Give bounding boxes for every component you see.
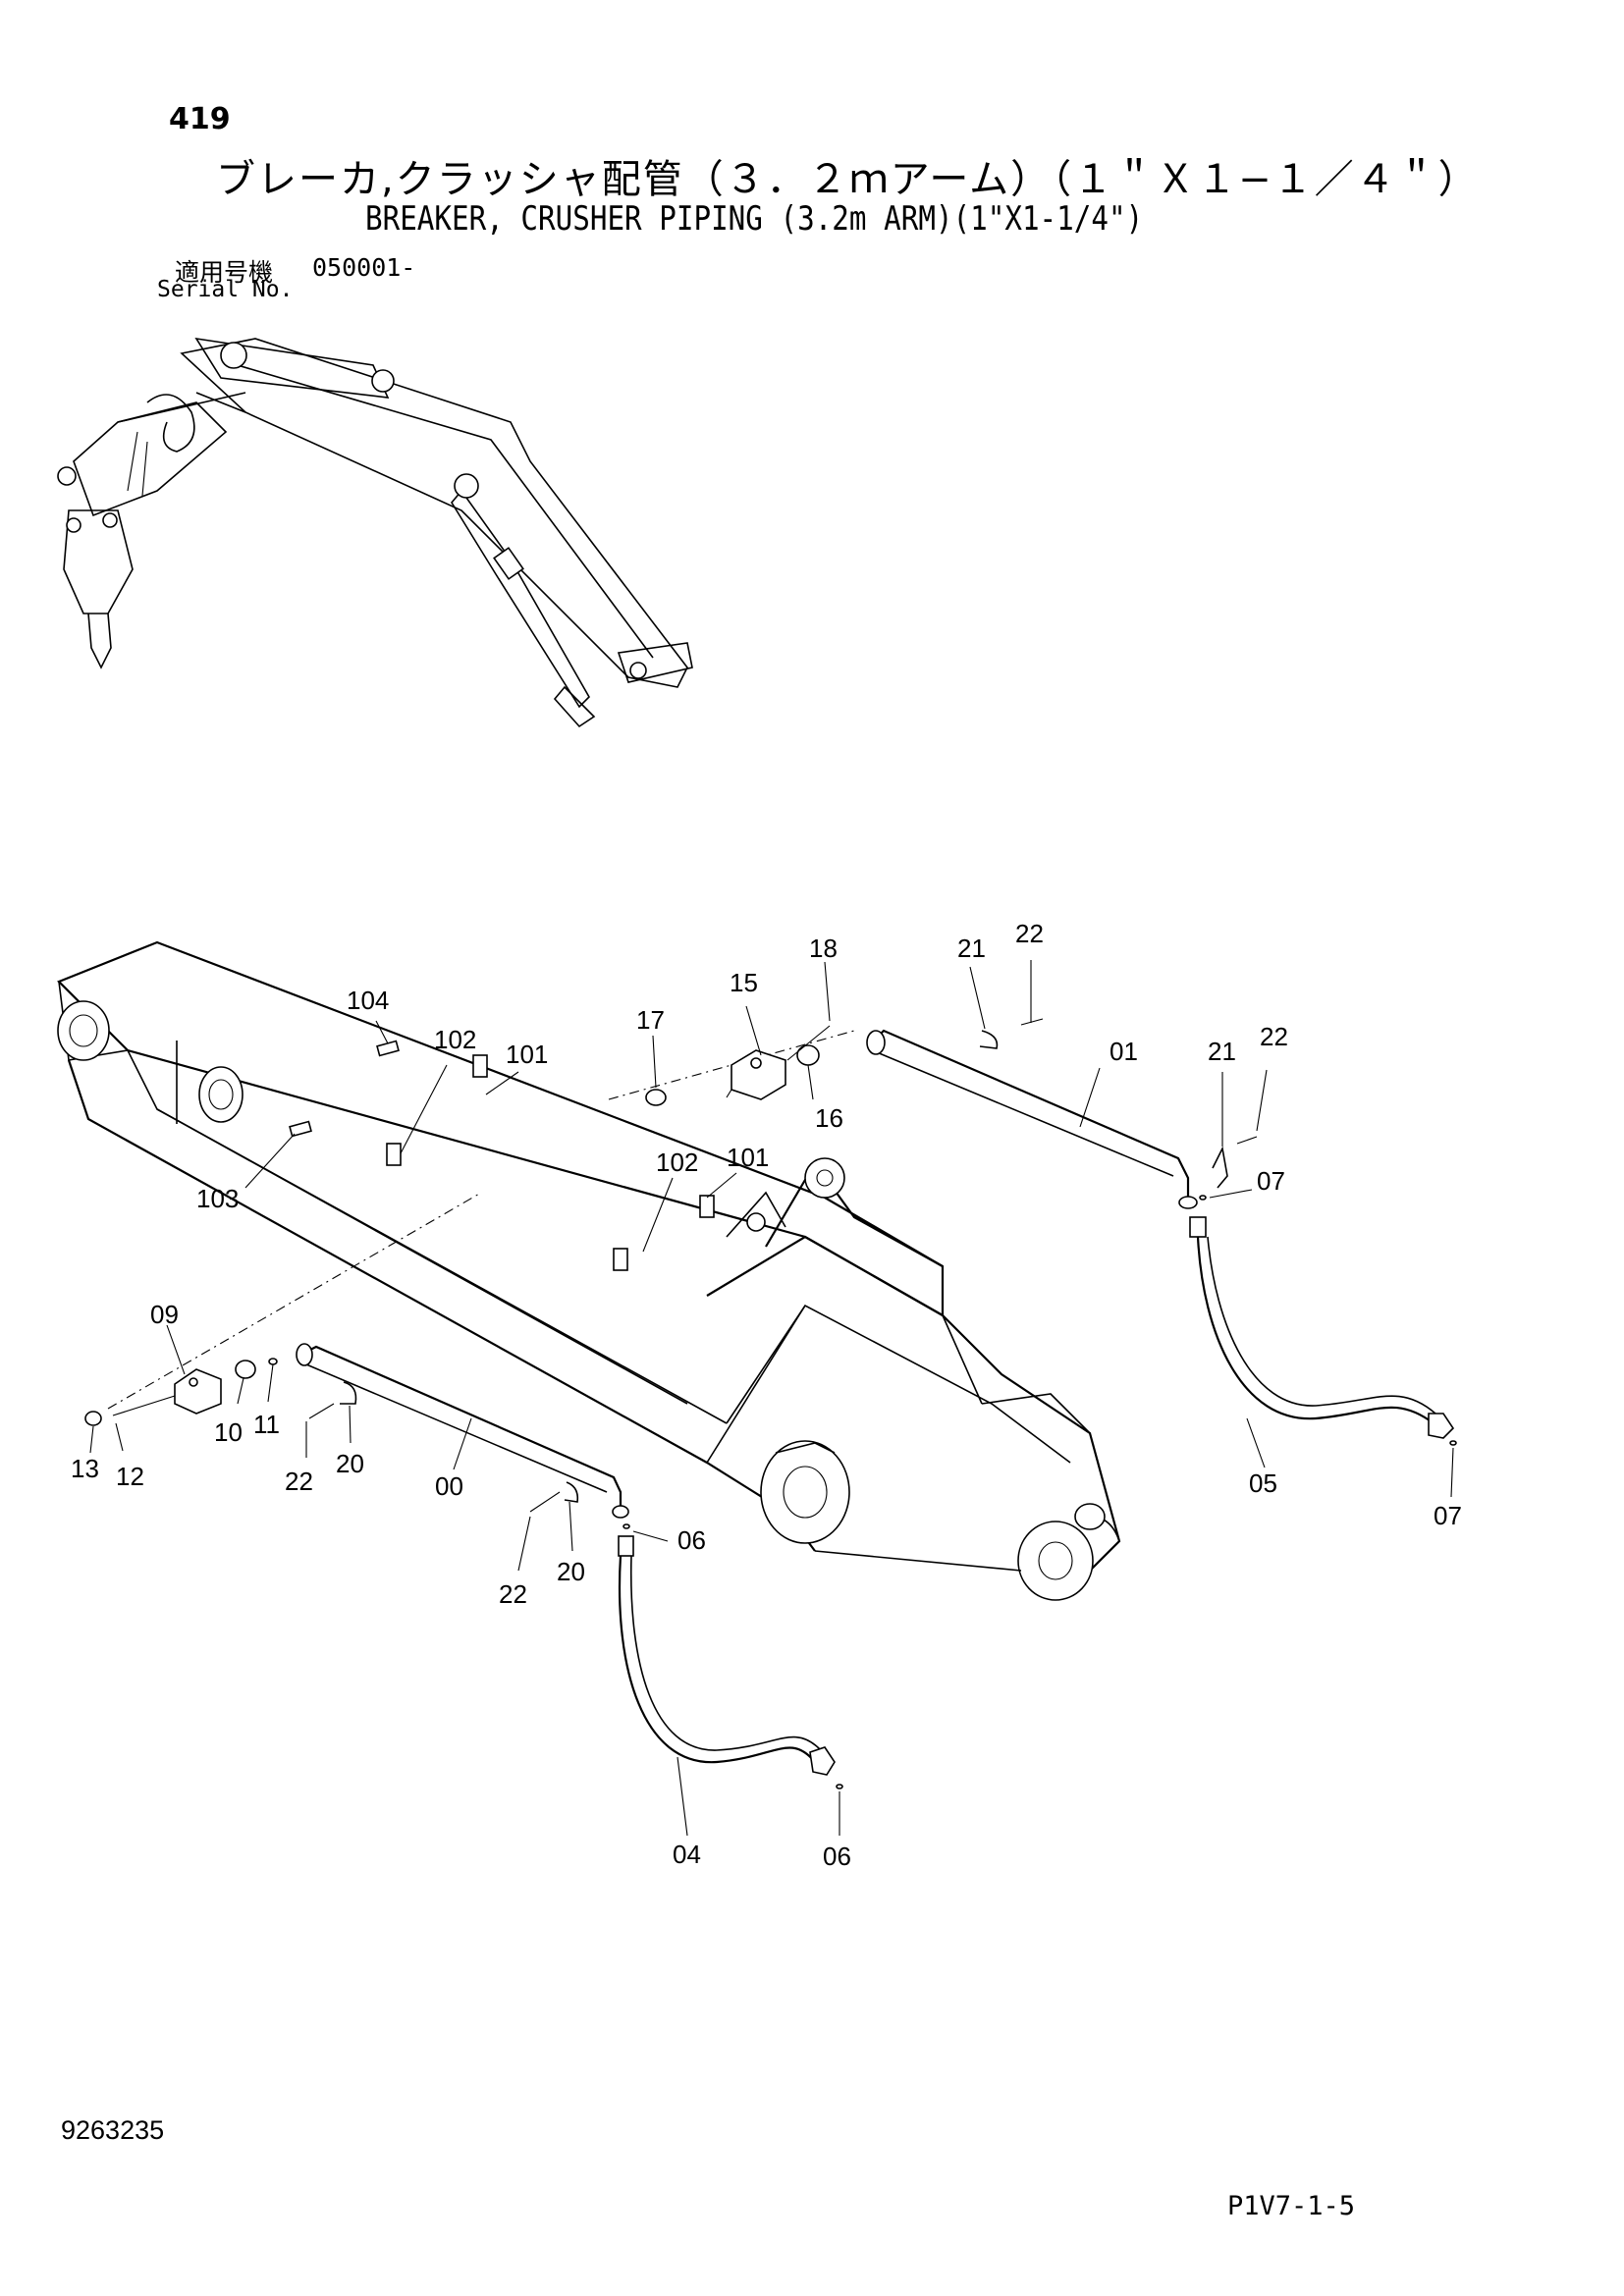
callout-17: 17: [636, 1005, 665, 1035]
leader-lines: [89, 960, 1454, 1837]
arm-clamps: [289, 1040, 715, 1271]
callout-10: 10: [214, 1417, 243, 1447]
callout-22-d: 22: [499, 1579, 527, 1609]
callout-21: 21: [957, 934, 986, 963]
callout-01: 01: [1110, 1037, 1138, 1066]
serial-number: 050001-: [312, 253, 416, 282]
arm-body: [57, 940, 1121, 1601]
callout-11: 11: [253, 1410, 280, 1439]
document-code: 9263235: [61, 2115, 165, 2145]
callout-labels: 104 102 101 103 17 15 18 16 21 22 01 21 …: [71, 919, 1462, 1871]
callout-06-b: 06: [823, 1842, 851, 1871]
callout-13: 13: [71, 1454, 99, 1483]
callout-102-b: 102: [656, 1148, 698, 1177]
callout-18: 18: [809, 934, 838, 963]
callout-15: 15: [730, 968, 758, 997]
serial-label-english: Serial No.: [157, 277, 294, 302]
serial-label-japanese: 適用号機: [175, 258, 274, 287]
callout-06: 06: [677, 1525, 706, 1555]
callout-12: 12: [116, 1462, 144, 1491]
page-code: P1V7-1-5: [1227, 2191, 1356, 2221]
callout-21-b: 21: [1208, 1037, 1236, 1066]
callout-103: 103: [196, 1184, 239, 1213]
callout-04: 04: [673, 1840, 701, 1869]
callout-101: 101: [506, 1040, 548, 1069]
callout-22-c: 22: [285, 1467, 313, 1496]
callout-07-b: 07: [1434, 1501, 1462, 1530]
callout-05: 05: [1249, 1468, 1277, 1498]
title-english: BREAKER, CRUSHER PIPING (3.2m ARM)(1"X1-…: [365, 199, 1144, 239]
callout-101-b: 101: [727, 1143, 769, 1172]
lower-piping: [84, 1343, 843, 1789]
callout-07: 07: [1257, 1166, 1285, 1196]
callout-22-b: 22: [1260, 1022, 1288, 1051]
callout-20-b: 20: [557, 1557, 585, 1586]
upper-piping: [645, 1018, 1457, 1446]
title-japanese: ブレーカ,クラッシャ配管（３．２ｍアーム）（１＂Ｘ１−１／４＂）: [216, 157, 1480, 202]
callout-00: 00: [435, 1471, 463, 1501]
callout-102: 102: [434, 1025, 476, 1054]
page-number: 419: [169, 102, 231, 136]
callout-20: 20: [336, 1449, 364, 1478]
callout-09: 09: [150, 1300, 179, 1329]
inset-attachment-drawing: [57, 337, 693, 728]
callout-22: 22: [1015, 919, 1044, 948]
callout-104: 104: [347, 986, 389, 1015]
callout-16: 16: [815, 1103, 843, 1133]
